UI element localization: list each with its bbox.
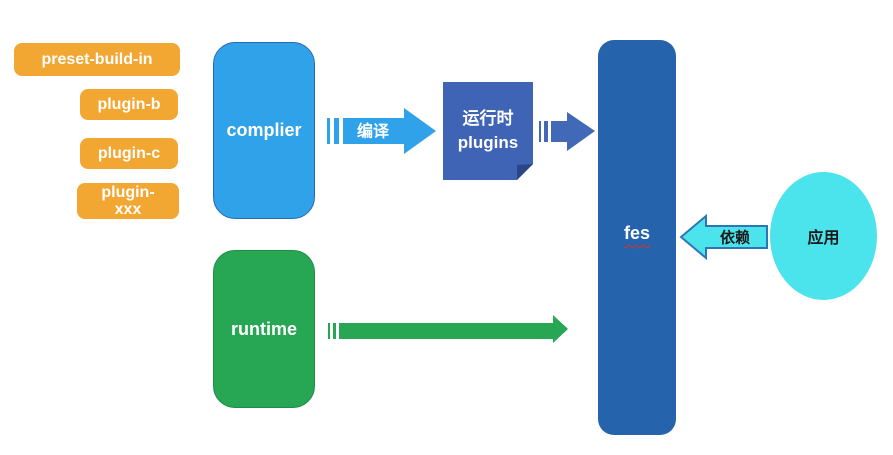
badge-label: plugin-b: [97, 96, 161, 113]
fes-label: fes: [623, 223, 650, 243]
app-node: 应用: [770, 172, 877, 300]
runtime-to-fes-arrow: [328, 315, 568, 343]
compile-arrow-label: 编译: [357, 122, 390, 141]
folded-note-shape: [443, 82, 533, 180]
badge-label: plugin-c: [97, 145, 161, 162]
badge-label-line2: xxx: [114, 201, 142, 218]
fes-node: fes: [598, 40, 676, 435]
runtime-plugins-node: 运行时 plugins: [443, 82, 533, 180]
badge-plugin-b: plugin-b: [80, 89, 178, 120]
badge-plugin-xxx: plugin- xxx: [77, 183, 179, 219]
badge-plugin-c: plugin-c: [80, 138, 178, 169]
runtime-plugins-label: 运行时 plugins: [443, 82, 533, 180]
runtime-label: runtime: [230, 318, 297, 339]
complier-label: complier: [226, 120, 302, 140]
badge-label-line1: plugin-: [101, 184, 155, 201]
runtime-plugins-line2: plugins: [457, 133, 519, 152]
runtime-node: runtime: [213, 250, 315, 408]
badge-label: preset-build-in: [41, 51, 153, 68]
depends-arrow: 依赖: [679, 214, 768, 260]
badge-preset-build-in: preset-build-in: [14, 43, 180, 76]
plugins-to-fes-arrow: [539, 112, 595, 151]
depends-arrow-label: 依赖: [720, 229, 750, 247]
runtime-plugins-line1: 运行时: [462, 109, 514, 128]
complier-node: complier: [213, 42, 315, 219]
compile-arrow: 编译: [327, 108, 436, 154]
app-label: 应用: [807, 230, 840, 247]
